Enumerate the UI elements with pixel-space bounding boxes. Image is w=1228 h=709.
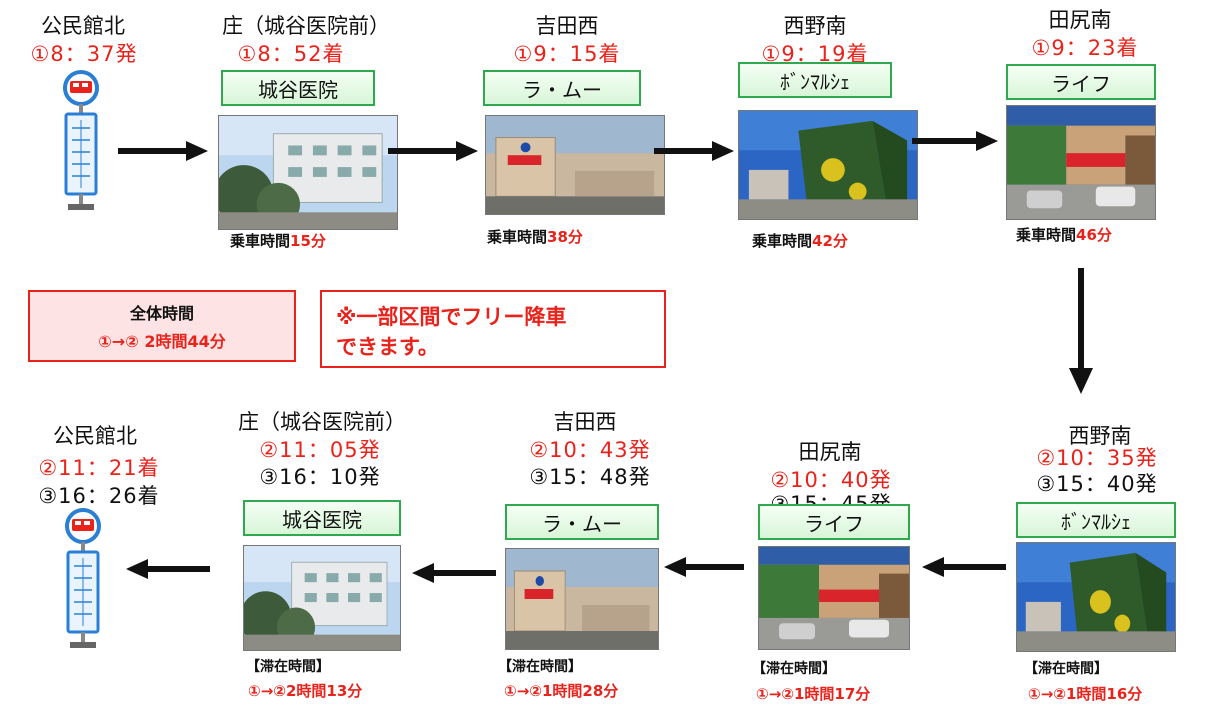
bottom-end-time2: ②11：21着 (38, 456, 160, 480)
total-time-title: 全体時間 (129, 304, 194, 323)
top-stop-label: ラ・ムー (483, 70, 641, 106)
bottom-stop-time2: ②10：40発 (770, 468, 892, 492)
bottom-stop-label: ラ・ムー (505, 504, 659, 540)
bottom-stop-time3: ③16：10発 (259, 465, 381, 489)
total-time-box: 全体時間 ①→② 2時間44分 (28, 290, 296, 362)
top-ride-time: 乗車時間15分 (230, 232, 326, 250)
top-ride-time: 乗車時間38分 (487, 228, 583, 246)
arrow-icon (654, 141, 734, 161)
arrow-icon (664, 557, 744, 577)
top-ride-time: 乗車時間46分 (1016, 226, 1112, 244)
bottom-stop-label: ﾎﾞﾝﾏﾙｼｪ (1016, 502, 1176, 538)
stay-time-head: 【滞在時間】 (246, 659, 330, 675)
top-start-name: 公民館北 (41, 14, 125, 38)
top-stop-name: 西野南 (783, 14, 847, 38)
bottom-stop-time2: ②11：05発 (259, 438, 381, 462)
bus-stop-icon (63, 70, 99, 212)
total-time-value: ①→② 2時間44分 (98, 332, 226, 351)
notice-line2: できます。 (336, 335, 439, 359)
top-stop-name: 吉田西 (535, 14, 599, 38)
arrow-icon (412, 563, 496, 583)
arrow-icon (126, 559, 210, 579)
hospital-photo (218, 115, 398, 230)
top-start-time: ①8：37発 (30, 42, 138, 66)
top-ride-time: 乗車時間42分 (752, 232, 848, 250)
stay-time-value: ①→②2時間13分 (248, 682, 363, 700)
bottom-stop-label: 城谷医院 (243, 500, 401, 536)
lamu-photo (505, 548, 659, 650)
stay-time-head: 【滞在時間】 (752, 661, 836, 677)
arrow-icon (922, 557, 1006, 577)
bottom-stop-name: 吉田西 (553, 410, 617, 434)
bottom-stop-name: 庄（城谷医院前） (238, 410, 406, 434)
bonmarche-photo (1016, 542, 1176, 652)
notice-box: ※一部区間でフリー降車 できます。 (320, 290, 666, 368)
top-stop-label: ﾎﾞﾝﾏﾙｼｪ (738, 62, 892, 98)
arrow-icon (118, 141, 208, 161)
stay-time-head: 【滞在時間】 (1024, 661, 1108, 677)
life-photo (758, 546, 910, 650)
bottom-end-time3: ③16：26着 (38, 484, 160, 508)
bottom-stop-name: 西野南 (1068, 424, 1132, 448)
life-photo (1006, 105, 1156, 220)
top-stop-label: 城谷医院 (221, 70, 375, 106)
top-stop-label: ライフ (1006, 64, 1156, 100)
notice-line1: ※一部区間でフリー降車 (336, 305, 567, 329)
stay-time-value: ①→②1時間16分 (1028, 685, 1143, 703)
bottom-stop-time2: ②10：43発 (529, 438, 651, 462)
stay-time-head: 【滞在時間】 (498, 659, 582, 675)
bonmarche-photo (738, 110, 918, 220)
stay-time-value: ①→②1時間17分 (756, 685, 871, 703)
arrow-icon (1069, 268, 1093, 394)
bottom-stop-time2: ②10：35発 (1036, 446, 1158, 470)
top-stop-name: 庄（城谷医院前） (222, 14, 390, 38)
hospital-photo (243, 545, 401, 651)
top-stop-name: 田尻南 (1048, 8, 1112, 32)
stay-time-value: ①→②1時間28分 (504, 682, 619, 700)
bottom-end-name: 公民館北 (53, 424, 137, 448)
bottom-stop-time3: ③15：40発 (1036, 472, 1158, 496)
top-stop-time: ①9：23着 (1031, 36, 1139, 60)
arrow-icon (388, 141, 478, 161)
bottom-stop-label: ライフ (758, 504, 910, 540)
bus-stop-icon (65, 508, 101, 650)
arrow-icon (912, 131, 998, 151)
bottom-stop-time3: ③15：48発 (529, 465, 651, 489)
top-stop-time: ①8：52着 (237, 42, 345, 66)
top-stop-time: ①9：15着 (513, 42, 621, 66)
lamu-photo (485, 115, 665, 215)
bottom-stop-name: 田尻南 (798, 440, 862, 464)
